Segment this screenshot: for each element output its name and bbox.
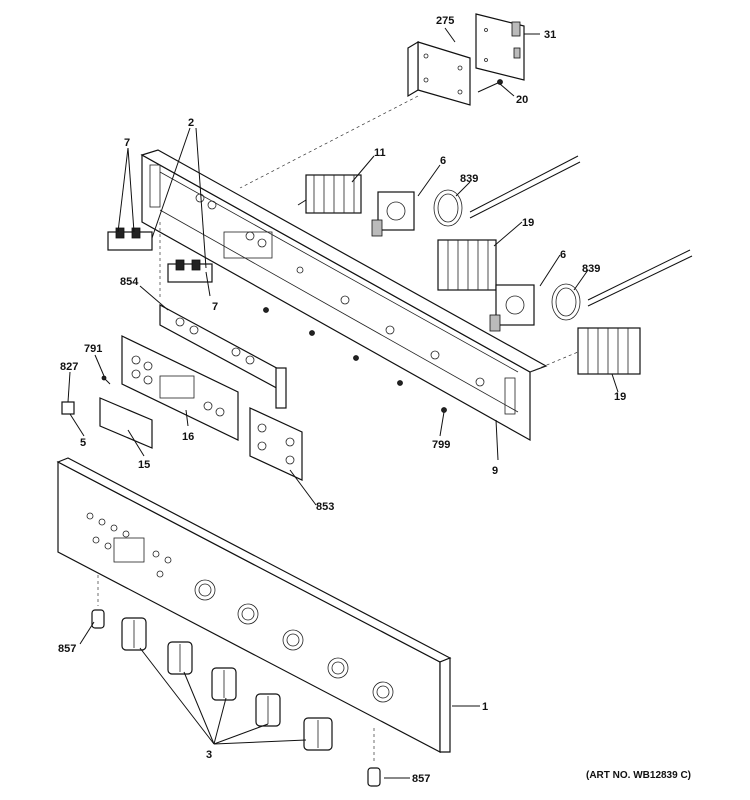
label-857-left: 857 — [58, 643, 76, 655]
art-number: (ART NO. WB12839 C) — [586, 770, 691, 781]
foot-857-left — [91, 609, 105, 629]
capillary-839-upper — [433, 155, 581, 227]
screws-799 — [263, 307, 447, 413]
label-1: 1 — [482, 701, 488, 713]
label-275: 275 — [436, 15, 454, 27]
knob-4 — [255, 693, 281, 727]
label-3: 3 — [206, 749, 212, 761]
label-20: 20 — [516, 94, 528, 106]
label-839-lower: 839 — [582, 263, 600, 275]
label-7-lower: 7 — [212, 301, 218, 313]
bracket-854 — [159, 303, 287, 409]
foot-857-bottom — [367, 767, 381, 787]
knob-3 — [211, 667, 237, 701]
label-9: 9 — [492, 465, 498, 477]
label-15: 15 — [138, 459, 150, 471]
knobs-3 — [121, 617, 333, 751]
label-19-upper: 19 — [522, 217, 534, 229]
label-6-lower: 6 — [560, 249, 566, 261]
clip-7-lower — [167, 259, 213, 283]
overlay-15 — [99, 397, 153, 449]
capillary-839-lower — [551, 249, 693, 321]
switch-19-lower — [577, 327, 641, 375]
label-16: 16 — [182, 431, 194, 443]
switch-11 — [297, 174, 362, 214]
label-11: 11 — [374, 147, 386, 159]
screw-20 — [477, 79, 503, 93]
label-839-upper: 839 — [460, 173, 478, 185]
spacer-827 — [61, 401, 75, 415]
control-board-31 — [475, 13, 525, 81]
label-6-upper: 6 — [440, 155, 446, 167]
label-791: 791 — [84, 343, 102, 355]
knob-5 — [303, 717, 333, 751]
label-854: 854 — [120, 276, 139, 288]
label-2: 2 — [188, 117, 194, 129]
label-853: 853 — [316, 501, 334, 513]
label-827: 827 — [60, 361, 78, 373]
label-7-upper: 7 — [124, 137, 130, 149]
knob-2 — [167, 641, 193, 675]
clip-7-upper — [107, 227, 153, 251]
label-857-bottom: 857 — [412, 773, 430, 785]
control-panel-frame-9 — [140, 149, 548, 442]
label-5: 5 — [80, 437, 86, 449]
screw-791 — [101, 375, 111, 385]
knob-1 — [121, 617, 147, 651]
display-board-16 — [121, 335, 239, 441]
bracket-853 — [249, 407, 303, 481]
thermostat-6-lower — [489, 284, 535, 332]
label-799: 799 — [432, 439, 450, 451]
front-panel-1 — [56, 457, 452, 753]
label-19-lower: 19 — [614, 391, 626, 403]
switch-19-upper — [437, 239, 497, 291]
thermostat-6-upper — [371, 191, 415, 237]
label-31: 31 — [544, 29, 556, 41]
bracket-275 — [407, 40, 471, 106]
